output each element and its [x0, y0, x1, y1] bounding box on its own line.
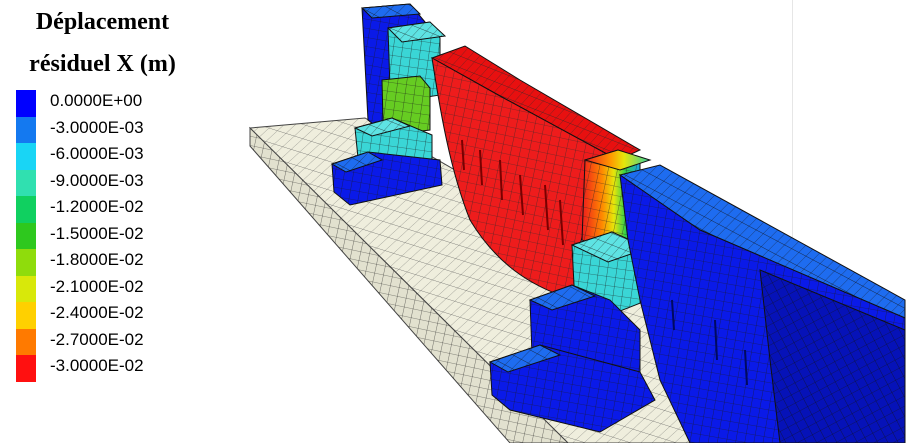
ground-slab-side-grid — [250, 128, 568, 443]
blue-foot-left-top — [330, 151, 384, 173]
color-legend: Déplacement résiduel X (m) 0.0000E+00 -3.… — [0, 0, 215, 443]
blue-foot-right-top — [488, 344, 562, 373]
transition-zone-top — [583, 149, 652, 171]
legend-label: -3.0000E-02 — [50, 356, 144, 375]
legend-label: -2.1000E-02 — [50, 276, 144, 296]
legend-swatch — [16, 275, 36, 303]
viewport-divider — [792, 0, 793, 443]
legend-label: -1.2000E-02 — [50, 197, 144, 216]
fem-model-view — [248, 3, 906, 443]
legend-swatch — [16, 116, 36, 144]
blue-step-mid-top — [528, 284, 597, 311]
blue-foot-right — [489, 344, 656, 433]
wall-end-column-top — [360, 3, 422, 19]
legend-label: -6.0000E-03 — [50, 144, 144, 163]
red-wall-slits — [461, 139, 564, 246]
cyan-block-upper-top — [386, 21, 447, 43]
legend-label: -2.4000E-02 — [50, 303, 144, 322]
legend-swatch — [16, 90, 36, 117]
legend-label: -9.0000E-03 — [50, 170, 144, 190]
legend-swatch — [16, 169, 36, 197]
legend-label: 0.0000E+00 — [50, 91, 143, 110]
legend-title-line-1: Déplacement — [35, 9, 170, 35]
legend-swatch — [16, 328, 36, 356]
legend-swatch — [16, 355, 36, 382]
legend-label: -3.0000E-03 — [50, 117, 144, 137]
legend-swatch — [16, 143, 36, 170]
blue-wall-right-shade — [759, 269, 906, 443]
blue-wall-slits — [671, 299, 748, 386]
legend-swatch — [16, 222, 36, 250]
legend-title-line-2: résiduel X (m) — [29, 51, 176, 77]
legend-label: -1.8000E-02 — [50, 250, 144, 269]
legend-swatch — [16, 302, 36, 329]
legend-label: -2.7000E-02 — [50, 329, 144, 349]
cyan-step-left-top — [353, 117, 412, 137]
legend-label: -1.5000E-02 — [50, 223, 144, 243]
legend-swatch — [16, 196, 36, 223]
legend-swatch — [16, 249, 36, 276]
